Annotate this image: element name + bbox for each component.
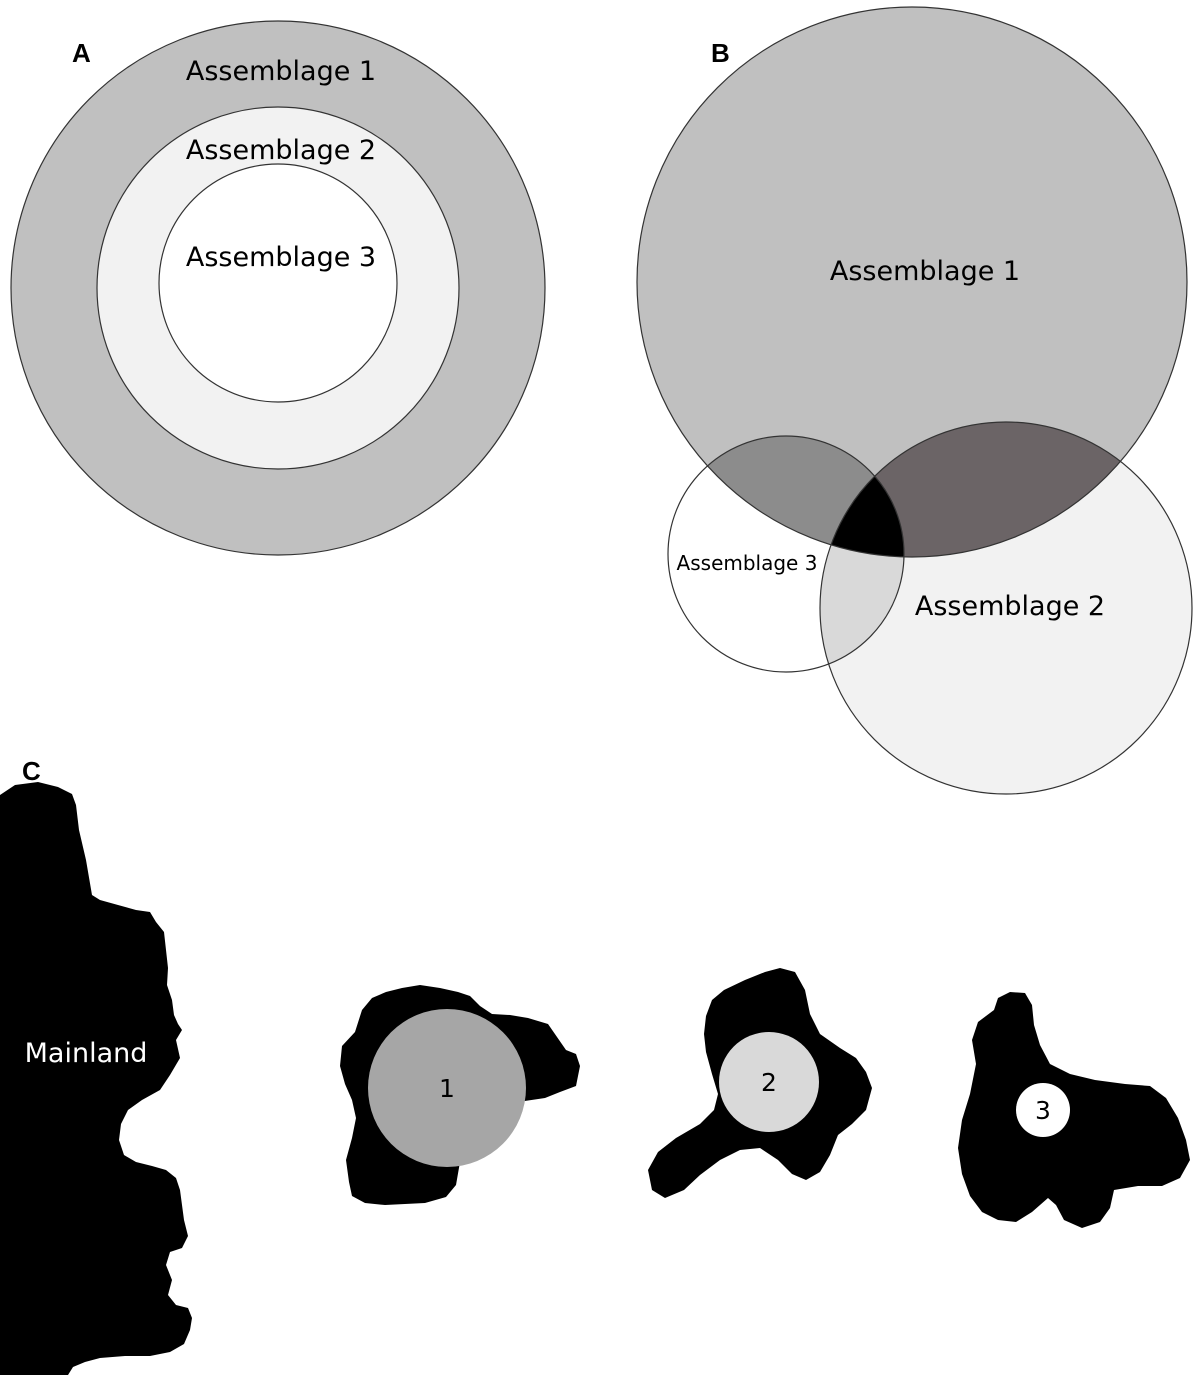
label-b-assemblage-3: Assemblage 3 bbox=[677, 551, 818, 575]
island-3-label: 3 bbox=[1035, 1096, 1051, 1125]
panel-c-letter: C bbox=[22, 756, 41, 786]
island-3-circle bbox=[1016, 1083, 1070, 1137]
island-1-label: 1 bbox=[439, 1074, 455, 1103]
island-1-circle bbox=[368, 1009, 526, 1167]
panel-a-letter: A bbox=[72, 38, 91, 68]
outline-b-3 bbox=[667, 435, 905, 673]
island-3-shape bbox=[958, 992, 1190, 1228]
mainland-shape bbox=[0, 782, 192, 1375]
ring-assemblage-3 bbox=[158, 163, 398, 403]
outline-b-1 bbox=[636, 6, 1188, 558]
island-2-label: 2 bbox=[761, 1068, 777, 1097]
label-b-assemblage-2: Assemblage 2 bbox=[915, 591, 1105, 622]
island-2-circle bbox=[719, 1032, 819, 1132]
outline-b-2 bbox=[819, 421, 1193, 795]
label-b-assemblage-1: Assemblage 1 bbox=[830, 256, 1020, 287]
mainland-label: Mainland bbox=[25, 1038, 148, 1069]
label-a-assemblage-3: Assemblage 3 bbox=[186, 242, 376, 273]
panel-b-letter: B bbox=[711, 38, 730, 68]
circle-b-assemblage-1 bbox=[637, 7, 1187, 557]
panel-b: B Assemblage 1 Assemblage 2 Assemblage 3 bbox=[636, 6, 1193, 795]
label-a-assemblage-2: Assemblage 2 bbox=[186, 135, 376, 166]
label-a-assemblage-1: Assemblage 1 bbox=[186, 56, 376, 87]
panel-a: A Assemblage 1 Assemblage 2 Assemblage 3 bbox=[10, 20, 546, 556]
panel-c: C Mainland 1 2 3 bbox=[0, 756, 1190, 1375]
